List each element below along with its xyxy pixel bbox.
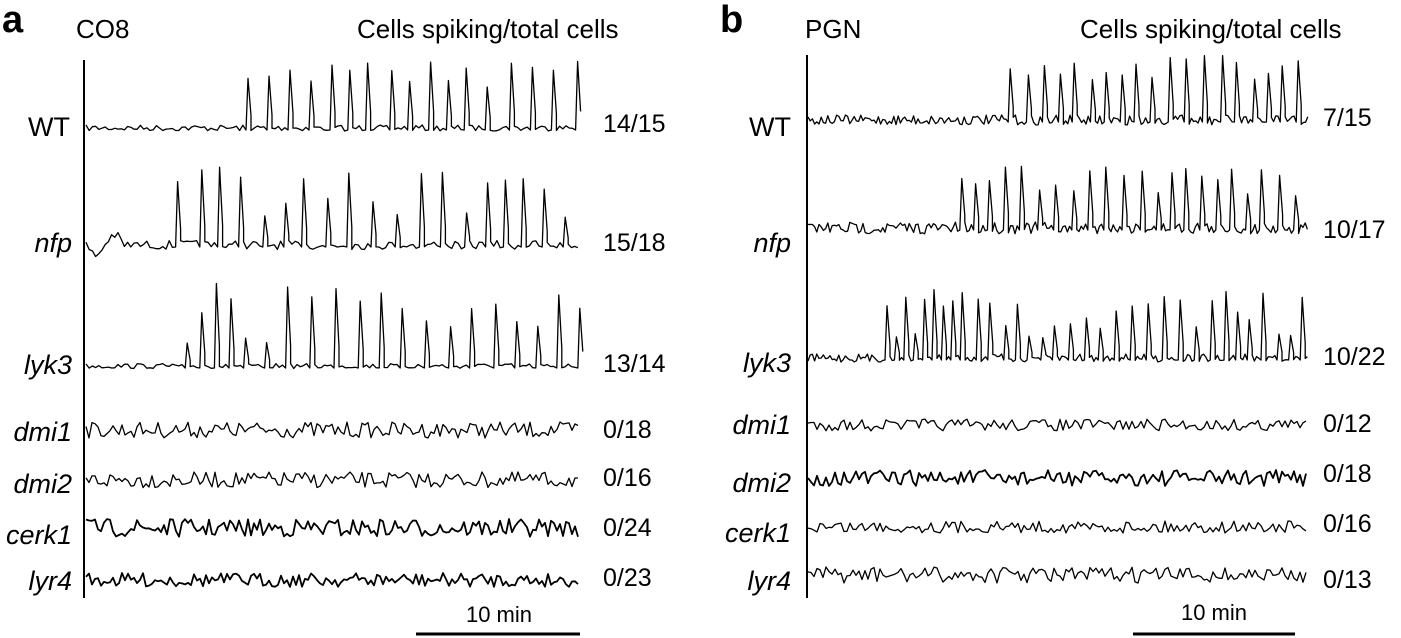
condition-label: CO8 [76, 14, 130, 44]
ratio-dmi1: 0/18 [603, 416, 652, 444]
genotype-label-lyk3: lyk3 [23, 350, 72, 380]
trace-lyk3 [807, 289, 1308, 363]
panel-letter: a [2, 0, 24, 41]
genotype-label-cerk1: cerk1 [5, 520, 72, 550]
genotype-label-lyr4: lyr4 [747, 566, 791, 596]
ratio-wt: 7/15 [1323, 104, 1372, 132]
ratio-nfp: 15/18 [603, 229, 666, 257]
trace-dmi2 [85, 471, 578, 489]
trace-lyk3 [85, 282, 584, 370]
genotype-label-dmi1: dmi1 [13, 417, 72, 447]
trace-cerk1 [807, 520, 1307, 534]
ratio-cerk1: 0/24 [603, 514, 652, 542]
panel-a: a CO8 Cells spiking/total cells WT nfp l… [0, 0, 700, 638]
genotype-label-wt: WT [28, 112, 70, 142]
ratio-lyr4: 0/13 [1323, 566, 1372, 594]
ratio-lyr4: 0/23 [603, 564, 652, 592]
genotype-label-lyr4: lyr4 [28, 566, 72, 596]
trace-dmi1 [807, 418, 1307, 432]
trace-nfp [807, 165, 1309, 235]
ratio-cerk1: 0/16 [1323, 510, 1372, 538]
trace-cerk1 [85, 518, 579, 538]
ratio-dmi1: 0/12 [1323, 410, 1372, 438]
genotype-label-nfp: nfp [34, 228, 72, 258]
genotype-label-dmi2: dmi2 [13, 469, 72, 499]
ratio-wt: 14/15 [603, 110, 666, 138]
trace-nfp [85, 166, 579, 258]
genotype-label-cerk1: cerk1 [724, 518, 791, 548]
ratio-nfp: 10/17 [1323, 216, 1386, 244]
trace-dmi2 [807, 469, 1307, 487]
trace-WT [807, 54, 1309, 126]
trace-lyr4 [85, 572, 579, 588]
panel-b: b PGN Cells spiking/total cells WT nfp l… [700, 0, 1401, 638]
genotype-label-wt: WT [749, 112, 791, 142]
trace-lyr4 [807, 566, 1307, 584]
ratio-lyk3: 10/22 [1323, 343, 1386, 371]
genotype-label-dmi1: dmi1 [732, 410, 791, 440]
scale-bar-label: 10 min [1180, 600, 1248, 625]
trace-WT [85, 60, 582, 132]
ratio-dmi2: 0/16 [603, 464, 652, 492]
trace-dmi1 [85, 421, 579, 439]
genotype-label-dmi2: dmi2 [732, 468, 791, 498]
ratio-header: Cells spiking/total cells [1080, 14, 1342, 44]
condition-label: PGN [805, 14, 862, 44]
panel-letter: b [720, 0, 744, 41]
ratio-dmi2: 0/18 [1323, 460, 1372, 488]
genotype-label-lyk3: lyk3 [742, 348, 791, 378]
ratio-header: Cells spiking/total cells [357, 14, 619, 44]
ratio-lyk3: 13/14 [603, 350, 666, 378]
genotype-label-nfp: nfp [753, 228, 791, 258]
scale-bar-label: 10 min [465, 602, 533, 627]
